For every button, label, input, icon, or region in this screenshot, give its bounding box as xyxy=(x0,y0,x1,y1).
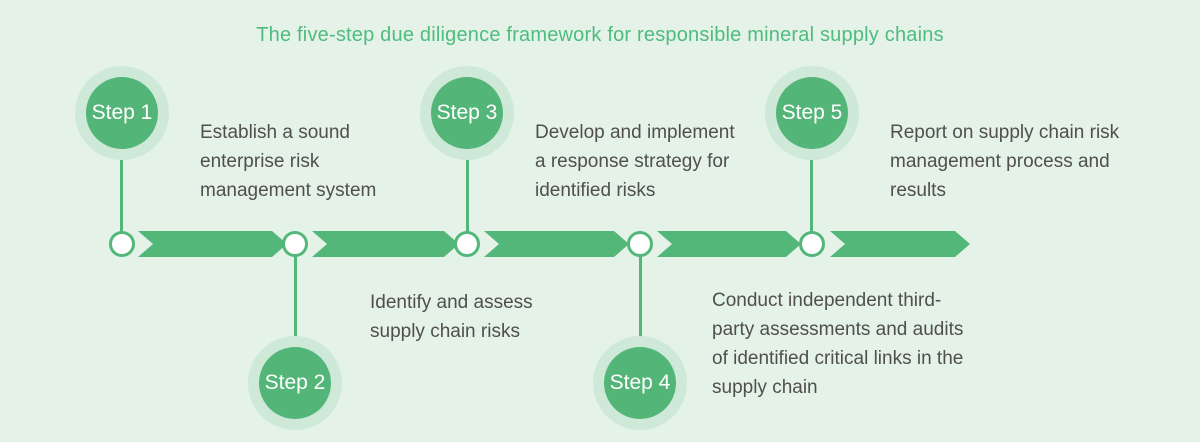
step3-description: Develop and implement a response strateg… xyxy=(535,118,735,205)
step4-circle: Step 4 xyxy=(604,347,676,419)
page-title: The five-step due diligence framework fo… xyxy=(256,24,944,46)
connector-line-step2 xyxy=(294,244,297,348)
timeline-arrow-1 xyxy=(138,231,287,257)
description-line: management system xyxy=(200,180,377,201)
description-line: supply chain risks xyxy=(370,321,520,342)
timeline-arrow-2 xyxy=(312,231,459,257)
connector-line-step1 xyxy=(120,148,123,244)
timeline-node-step3 xyxy=(454,231,480,257)
step1-label: Step 1 xyxy=(91,101,153,124)
description-line: Develop and implement xyxy=(535,122,735,143)
description-line: management process and xyxy=(890,151,1110,172)
step4-description: Conduct independent third- party assessm… xyxy=(712,286,963,402)
step5-description: Report on supply chain risk management p… xyxy=(890,118,1119,205)
description-line: supply chain xyxy=(712,377,818,398)
timeline-arrow-5 xyxy=(830,231,970,257)
step2-label: Step 2 xyxy=(264,371,326,394)
step1-description: Establish a sound enterprise risk manage… xyxy=(200,118,376,205)
timeline-node-step4 xyxy=(627,231,653,257)
description-line: results xyxy=(890,180,946,201)
step2-circle: Step 2 xyxy=(259,347,331,419)
description-line: Establish a sound xyxy=(200,122,350,143)
description-line: a response strategy for xyxy=(535,151,730,172)
step2-description: Identify and assess supply chain risks xyxy=(370,288,533,346)
step3-label: Step 3 xyxy=(436,101,498,124)
description-line: party assessments and audits xyxy=(712,319,964,340)
step5-circle: Step 5 xyxy=(776,77,848,149)
timeline-node-step2 xyxy=(282,231,308,257)
description-line: Conduct independent third- xyxy=(712,290,942,311)
description-line: Report on supply chain risk xyxy=(890,122,1120,143)
step3-circle: Step 3 xyxy=(431,77,503,149)
description-line: of identified critical links in the xyxy=(712,348,964,369)
description-line: Identify and assess xyxy=(370,292,533,313)
step1-circle: Step 1 xyxy=(86,77,158,149)
connector-line-step4 xyxy=(639,244,642,348)
step5-label: Step 5 xyxy=(781,101,843,124)
connector-line-step3 xyxy=(466,148,469,244)
timeline-node-step1 xyxy=(109,231,135,257)
timeline-arrow-4 xyxy=(657,231,801,257)
step4-label: Step 4 xyxy=(609,371,671,394)
description-line: enterprise risk xyxy=(200,151,320,172)
description-line: identified risks xyxy=(535,180,656,201)
timeline-node-step5 xyxy=(799,231,825,257)
connector-line-step5 xyxy=(810,148,813,244)
timeline-arrow-3 xyxy=(484,231,629,257)
